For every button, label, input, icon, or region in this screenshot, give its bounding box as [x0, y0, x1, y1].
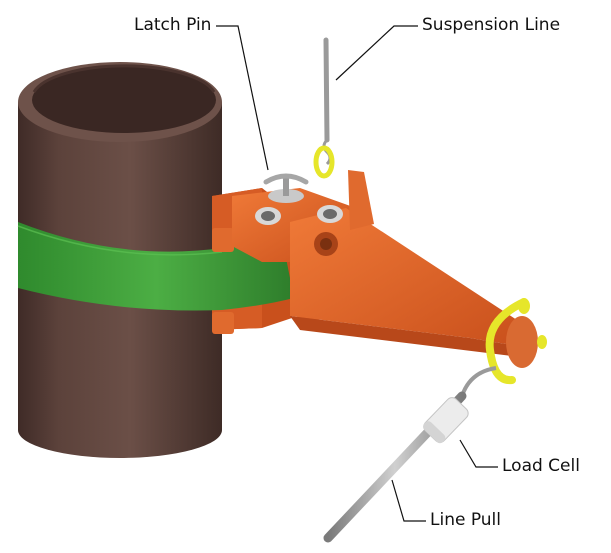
latch-pin-label: Latch Pin [134, 15, 212, 35]
end-shackle [485, 298, 547, 385]
line-pull-label: Line Pull [430, 510, 502, 530]
latch-pin-leader [216, 25, 269, 171]
suspension-line-leader [335, 25, 418, 81]
strap [17, 222, 294, 311]
clamp-arm [290, 170, 520, 356]
bushings [255, 205, 343, 225]
load-cell-label: Load Cell [502, 456, 580, 476]
suspension-line-label: Suspension Line [422, 15, 561, 35]
suspension-line [313, 37, 335, 179]
latch-pin [263, 173, 309, 203]
load-cell [423, 397, 469, 444]
load-cell-leader [459, 439, 498, 468]
line-pull-leader [391, 479, 426, 522]
leader-lines [216, 25, 498, 522]
